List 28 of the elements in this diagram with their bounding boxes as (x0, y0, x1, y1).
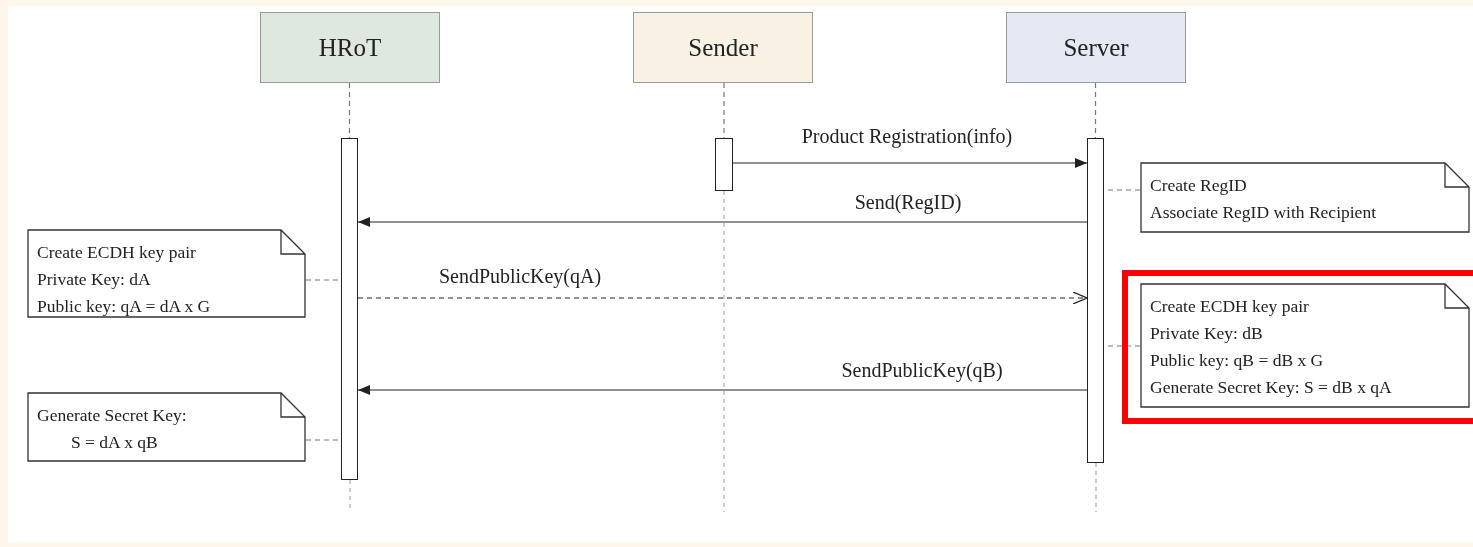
note-text: Create ECDH key pair (37, 241, 196, 264)
note-text: Associate RegID with Recipient (1150, 201, 1376, 224)
message-arrow (357, 291, 1088, 305)
note-text: Create ECDH key pair (1150, 295, 1309, 318)
note-text: Generate Secret Key: (37, 404, 187, 427)
note-box (27, 229, 306, 318)
activation-bar (715, 138, 733, 191)
message-arrow (357, 217, 1088, 227)
note-box (1140, 283, 1470, 408)
activation-bar (341, 138, 358, 480)
participant-box (633, 12, 813, 83)
participant-name: Sender (688, 33, 758, 62)
note-text: Create RegID (1150, 174, 1247, 197)
participant-box (1006, 12, 1186, 83)
note-text: Public key: qA = dA x G (37, 295, 211, 318)
activation-bar (1087, 138, 1104, 463)
message-arrow (732, 158, 1088, 168)
participant-name: HRoT (318, 33, 382, 62)
note-text: Generate Secret Key: S = dB x qA (1150, 376, 1392, 399)
note-box (1140, 162, 1470, 233)
note-box (27, 392, 306, 462)
participant-box (260, 12, 440, 83)
note-text: Public key: qB = dB x G (1150, 349, 1324, 372)
note-text: S = dA x qB (71, 431, 158, 454)
message-arrow (357, 385, 1088, 395)
participant-name: Server (1063, 33, 1129, 62)
note-text: Private Key: dA (37, 268, 151, 291)
note-text: Private Key: dB (1150, 322, 1263, 345)
